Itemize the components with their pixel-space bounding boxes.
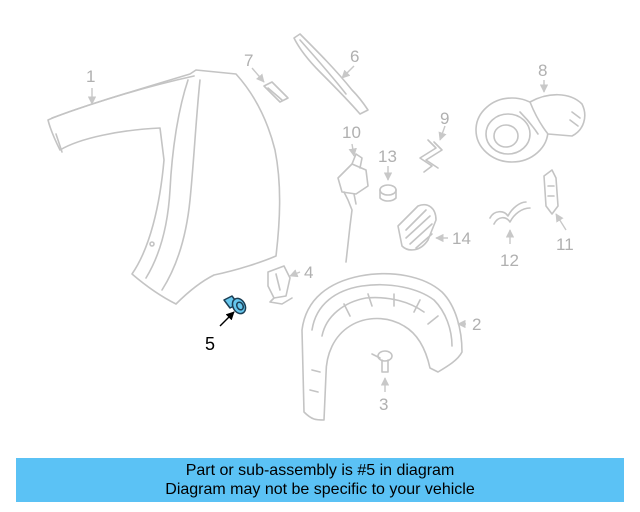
banner-line-part-info: Part or sub-assembly is #5 in diagram (185, 462, 455, 479)
fastener-part-3[interactable] (371, 350, 393, 373)
callout-6: 6 (350, 47, 359, 66)
callout-10: 10 (342, 123, 361, 142)
callout-1: 1 (86, 67, 95, 86)
trim-strip-part-6[interactable] (293, 33, 369, 115)
callout-14: 14 (452, 229, 471, 248)
callout-9: 9 (440, 109, 449, 128)
bracket-part-7[interactable] (263, 81, 289, 103)
clip-part-4[interactable] (267, 265, 293, 305)
actuator-part-10[interactable] (337, 153, 369, 263)
callout-2: 2 (472, 315, 481, 334)
fuel-door-part-8[interactable] (475, 93, 586, 163)
callout-7: 7 (244, 51, 253, 70)
callout-11: 11 (556, 235, 574, 254)
callout-5: 5 (205, 334, 215, 354)
vent-grille-part-14[interactable] (397, 204, 437, 251)
wheelhouse-liner-part-2[interactable] (301, 272, 463, 421)
wire-clip-part-9[interactable] (419, 139, 443, 173)
banner-line-disclaimer: Diagram may not be specific to your vehi… (165, 481, 475, 498)
quarter-panel-part-1[interactable] (47, 69, 281, 305)
hose-part-12[interactable] (489, 201, 531, 225)
bolt-part-5[interactable] (223, 295, 248, 316)
callout-4: 4 (304, 263, 313, 282)
grommet-part-13[interactable] (379, 184, 397, 202)
callout-12: 12 (500, 251, 519, 270)
info-banner: Part or sub-assembly is #5 in diagram Di… (16, 458, 624, 502)
callout-8: 8 (538, 61, 547, 80)
callout-13: 13 (378, 147, 397, 166)
parts-diagram: 1 2 3 4 5 6 7 8 9 10 11 12 13 14 (47, 33, 586, 421)
callout-3: 3 (379, 395, 388, 414)
latch-part-11[interactable] (543, 169, 559, 215)
